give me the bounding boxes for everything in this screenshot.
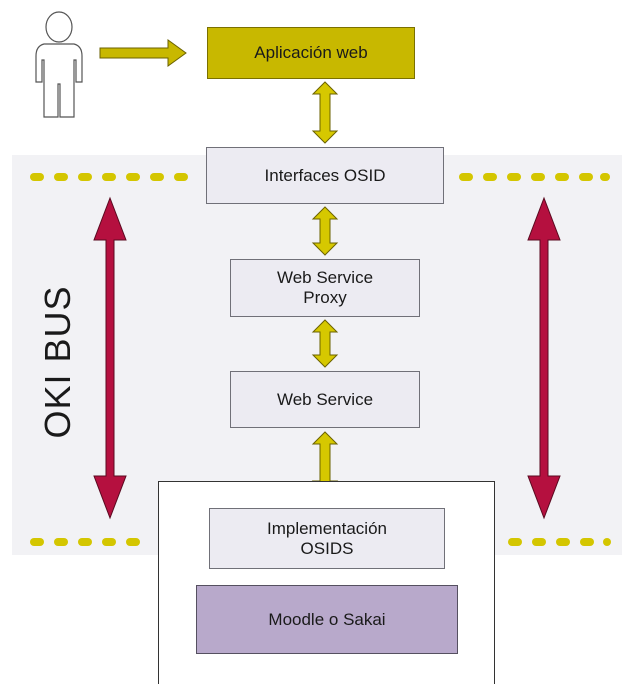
interfaces-osid-label: Interfaces OSID	[264, 165, 386, 185]
web-service-label: Web Service	[276, 389, 374, 409]
app-web-label: Aplicación web	[254, 43, 368, 62]
bus-arrow-left	[93, 196, 127, 520]
web-service-proxy-node: Web Service Proxy	[230, 259, 420, 317]
connector-proxy-ws	[311, 319, 339, 368]
connector-osid-proxy	[311, 206, 339, 256]
user-to-app-arrow	[99, 39, 187, 67]
web-service-node: Web Service	[230, 371, 420, 428]
implementacion-osids-node: Implementación OSIDS	[209, 508, 445, 569]
web-service-proxy-label: Web Service Proxy	[276, 268, 374, 307]
connector-app-osid	[311, 81, 339, 144]
bus-dotted-lines	[30, 173, 611, 546]
bottom-dotted-line	[30, 538, 611, 546]
moodle-sakai-label: Moodle o Sakai	[268, 609, 386, 629]
implementacion-osids-label: Implementación OSIDS	[266, 518, 387, 558]
bus-arrow-right	[527, 196, 561, 520]
moodle-sakai-node: Moodle o Sakai	[196, 585, 458, 654]
user-icon	[35, 11, 83, 118]
oki-bus-label: OKI BUS	[37, 285, 78, 439]
interfaces-osid-node: Interfaces OSID	[206, 147, 444, 204]
top-dotted-line	[30, 173, 610, 181]
app-web-node: Aplicación web	[207, 27, 415, 79]
connectors	[311, 81, 339, 494]
bus-arrows	[93, 196, 561, 520]
